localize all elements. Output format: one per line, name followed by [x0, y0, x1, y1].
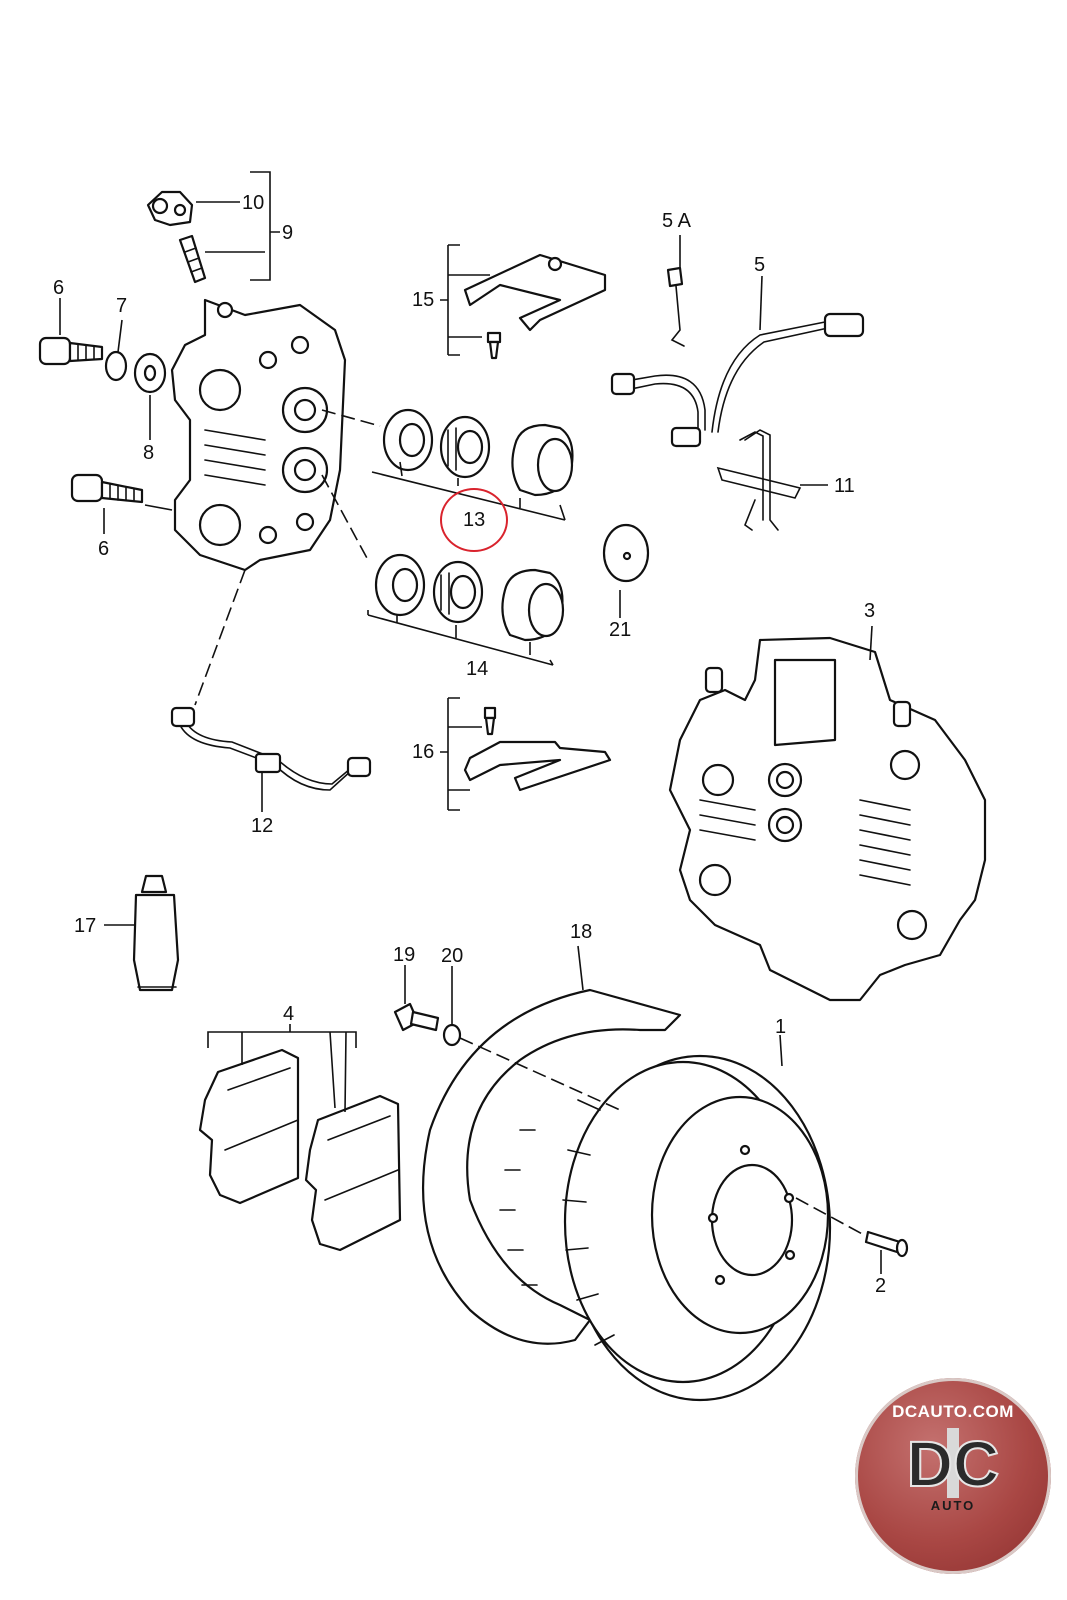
caliper-housing	[170, 298, 347, 572]
caliper-bolt-lower	[70, 473, 144, 504]
logo-mark-text: DC	[907, 1428, 999, 1498]
logo-dc-mark: DC	[906, 1428, 1000, 1498]
callout-19: 19	[393, 944, 416, 966]
caliper-bolt-upper	[38, 336, 104, 366]
wear-sensor-5a	[666, 266, 685, 347]
callout-5a: 5 A	[662, 210, 691, 232]
callout-6-lower: 6	[98, 538, 110, 560]
pad-retainer-upper	[463, 253, 607, 360]
pad-retainer-lower	[463, 706, 612, 792]
dust-shield-18	[421, 988, 682, 1345]
brake-pad-set-4	[198, 1048, 402, 1252]
grease-tube-17	[132, 874, 180, 992]
callout-20: 20	[441, 945, 464, 967]
callout-5: 5	[754, 254, 766, 276]
brake-line-5	[610, 312, 865, 448]
brake-disc-1	[562, 1054, 832, 1402]
disc-screw-2	[864, 1230, 909, 1258]
callout-17: 17	[74, 915, 97, 937]
brake-caliper-assembly	[668, 636, 987, 1002]
spreader-spring-11	[716, 429, 802, 531]
washer-20	[442, 1023, 462, 1047]
dust-cap-21	[602, 523, 650, 583]
bleeder-valve-screw	[178, 234, 207, 284]
callout-18: 18	[570, 921, 593, 943]
piston-kit-lower	[321, 474, 565, 642]
callout-15: 15	[412, 289, 435, 311]
callout-3: 3	[864, 600, 876, 622]
callout-21: 21	[609, 619, 632, 641]
callout-9: 9	[282, 222, 294, 244]
callout-10: 10	[242, 192, 265, 214]
callout-16: 16	[412, 741, 435, 763]
logo-sub-text: AUTO	[930, 1498, 976, 1513]
callout-6-upper: 6	[53, 277, 65, 299]
highlight-circle	[440, 488, 508, 552]
callout-1: 1	[775, 1016, 787, 1038]
dcauto-logo: DCAUTO.COM DC AUTO	[855, 1378, 1051, 1574]
callout-2: 2	[875, 1275, 887, 1297]
bleeder-valve-cap	[146, 190, 194, 227]
callout-4: 4	[283, 1003, 295, 1025]
bolt-19	[393, 1002, 440, 1032]
logo-url-text: DCAUTO.COM	[892, 1402, 1014, 1421]
callout-12: 12	[251, 815, 274, 837]
brake-hose-12	[170, 569, 372, 791]
washer-7	[104, 350, 128, 382]
callout-8: 8	[143, 442, 155, 464]
callout-7: 7	[116, 295, 128, 317]
callout-14: 14	[466, 658, 489, 680]
callout-11: 11	[834, 475, 855, 497]
piston-kit-upper	[321, 408, 574, 497]
leader-lines	[59, 171, 882, 1274]
